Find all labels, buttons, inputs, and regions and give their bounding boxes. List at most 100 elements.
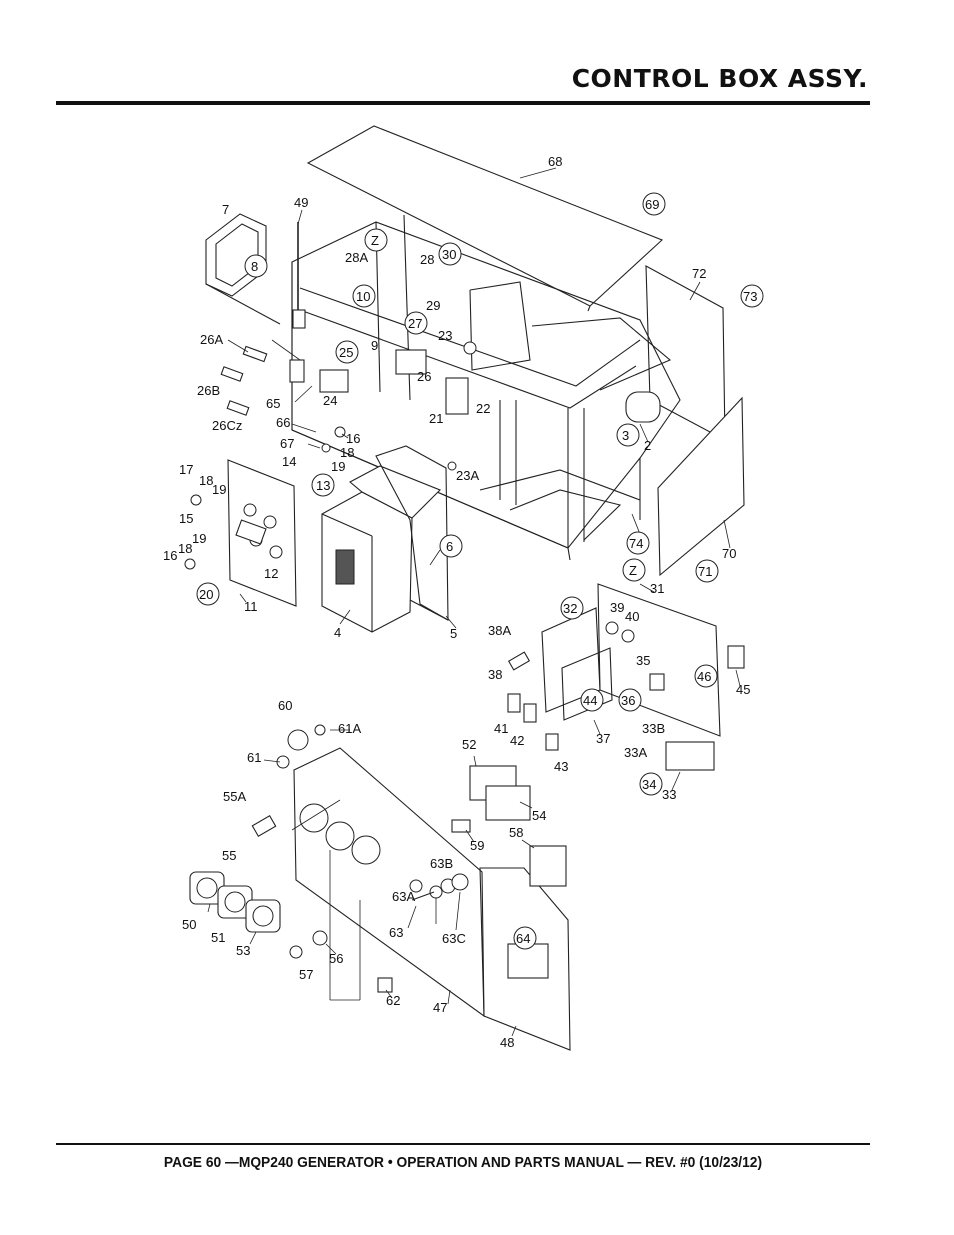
- part-labels: 68 69 49 7 8 Z 28A 28 30 29 72 73 10 27 …: [163, 154, 757, 1050]
- part-label: 25: [339, 345, 353, 360]
- part-label: 33: [662, 787, 676, 802]
- part-label: 62: [386, 993, 400, 1008]
- inner-components: [289, 309, 661, 471]
- top-cover-panel: [306, 125, 664, 312]
- part-label: 6: [446, 539, 453, 554]
- part-label: 45: [736, 682, 750, 697]
- part-label: 72: [692, 266, 706, 281]
- part-label: 26B: [197, 383, 220, 398]
- part-label: 44: [583, 693, 597, 708]
- part-label: 30: [442, 247, 456, 262]
- breaker-bracket: [375, 445, 449, 621]
- fuses: [220, 345, 268, 416]
- part-label: 24: [323, 393, 337, 408]
- part-label: Z: [371, 233, 379, 248]
- part-label: 74: [629, 536, 643, 551]
- part-label: 33A: [624, 745, 647, 760]
- part-label: 4: [334, 625, 341, 640]
- part-label: 9: [371, 338, 378, 353]
- part-label: 55: [222, 848, 236, 863]
- page-title: CONTROL BOX ASSY.: [571, 64, 868, 93]
- part-label: 13: [316, 478, 330, 493]
- part-label: 38A: [488, 623, 511, 638]
- part-label: 34: [642, 777, 656, 792]
- part-label: 50: [182, 917, 196, 932]
- part-label: 2: [644, 438, 651, 453]
- part-label: 8: [251, 259, 258, 274]
- callout-circles: [196, 192, 764, 950]
- part-label: 71: [698, 564, 712, 579]
- part-label: 70: [722, 546, 736, 561]
- part-label: 33B: [642, 721, 665, 736]
- relay-panel: [507, 583, 745, 771]
- header-rule: [56, 101, 870, 105]
- part-label: 19: [192, 531, 206, 546]
- part-label: 52: [462, 737, 476, 752]
- part-label: 63C: [442, 931, 466, 946]
- part-label: 10: [356, 289, 370, 304]
- part-label: 31: [650, 581, 664, 596]
- part-label: 19: [212, 482, 226, 497]
- part-label: 51: [211, 930, 225, 945]
- side-panels: [645, 265, 745, 577]
- part-label: 64: [516, 931, 530, 946]
- part-label: 42: [510, 733, 524, 748]
- part-label: 67: [280, 436, 294, 451]
- part-label: 23A: [456, 468, 479, 483]
- part-label: 16: [163, 548, 177, 563]
- part-label: Z: [629, 563, 637, 578]
- part-label: 18: [178, 541, 192, 556]
- circuit-breaker: [321, 465, 441, 633]
- part-label: 39: [610, 600, 624, 615]
- part-label: 36: [621, 693, 635, 708]
- part-label: 11: [244, 599, 258, 614]
- part-label: 20: [199, 587, 213, 602]
- part-label: 37: [596, 731, 610, 746]
- part-label: 49: [294, 195, 308, 210]
- part-label: 28: [420, 252, 434, 267]
- part-label: 38: [488, 667, 502, 682]
- part-label: 22: [476, 401, 490, 416]
- part-label: 26Cz: [212, 418, 242, 433]
- part-label: 18: [199, 473, 213, 488]
- terminal-plate: [184, 459, 297, 607]
- leader-lines: [207, 167, 741, 1037]
- switches: [251, 724, 567, 993]
- part-label: 73: [743, 289, 757, 304]
- part-label: 32: [563, 601, 577, 616]
- part-label: 54: [532, 808, 546, 823]
- part-label: 58: [509, 825, 523, 840]
- part-label: 21: [429, 411, 443, 426]
- part-label: 17: [179, 462, 193, 477]
- part-label: 40: [625, 609, 639, 624]
- part-label: 7: [222, 202, 229, 217]
- part-label: 16: [346, 431, 360, 446]
- part-label: 69: [645, 197, 659, 212]
- part-label: 59: [470, 838, 484, 853]
- part-label: 65: [266, 396, 280, 411]
- part-label: 27: [408, 316, 422, 331]
- part-label: 61A: [338, 721, 361, 736]
- part-label: 55A: [223, 789, 246, 804]
- part-label: 3: [622, 428, 629, 443]
- part-label: 18: [340, 445, 354, 460]
- part-label: 28A: [345, 250, 368, 265]
- part-label: 63B: [430, 856, 453, 871]
- part-label: 48: [500, 1035, 514, 1050]
- part-label: 19: [331, 459, 345, 474]
- part-label: 63: [389, 925, 403, 940]
- part-label: 61: [247, 750, 261, 765]
- page-footer: PAGE 60 —MQP240 GENERATOR • OPERATION AN…: [163, 1154, 763, 1171]
- part-label: 47: [433, 1000, 447, 1015]
- meters: [189, 871, 281, 933]
- meter-bracket: [205, 213, 281, 325]
- part-label: 29: [426, 298, 440, 313]
- part-label: 5: [450, 626, 457, 641]
- part-label: 14: [282, 454, 296, 469]
- part-label: 43: [554, 759, 568, 774]
- part-label: 26: [417, 369, 431, 384]
- part-label: 46: [697, 669, 711, 684]
- part-label: 63A: [392, 889, 415, 904]
- part-label: 15: [179, 511, 193, 526]
- part-label: 57: [299, 967, 313, 982]
